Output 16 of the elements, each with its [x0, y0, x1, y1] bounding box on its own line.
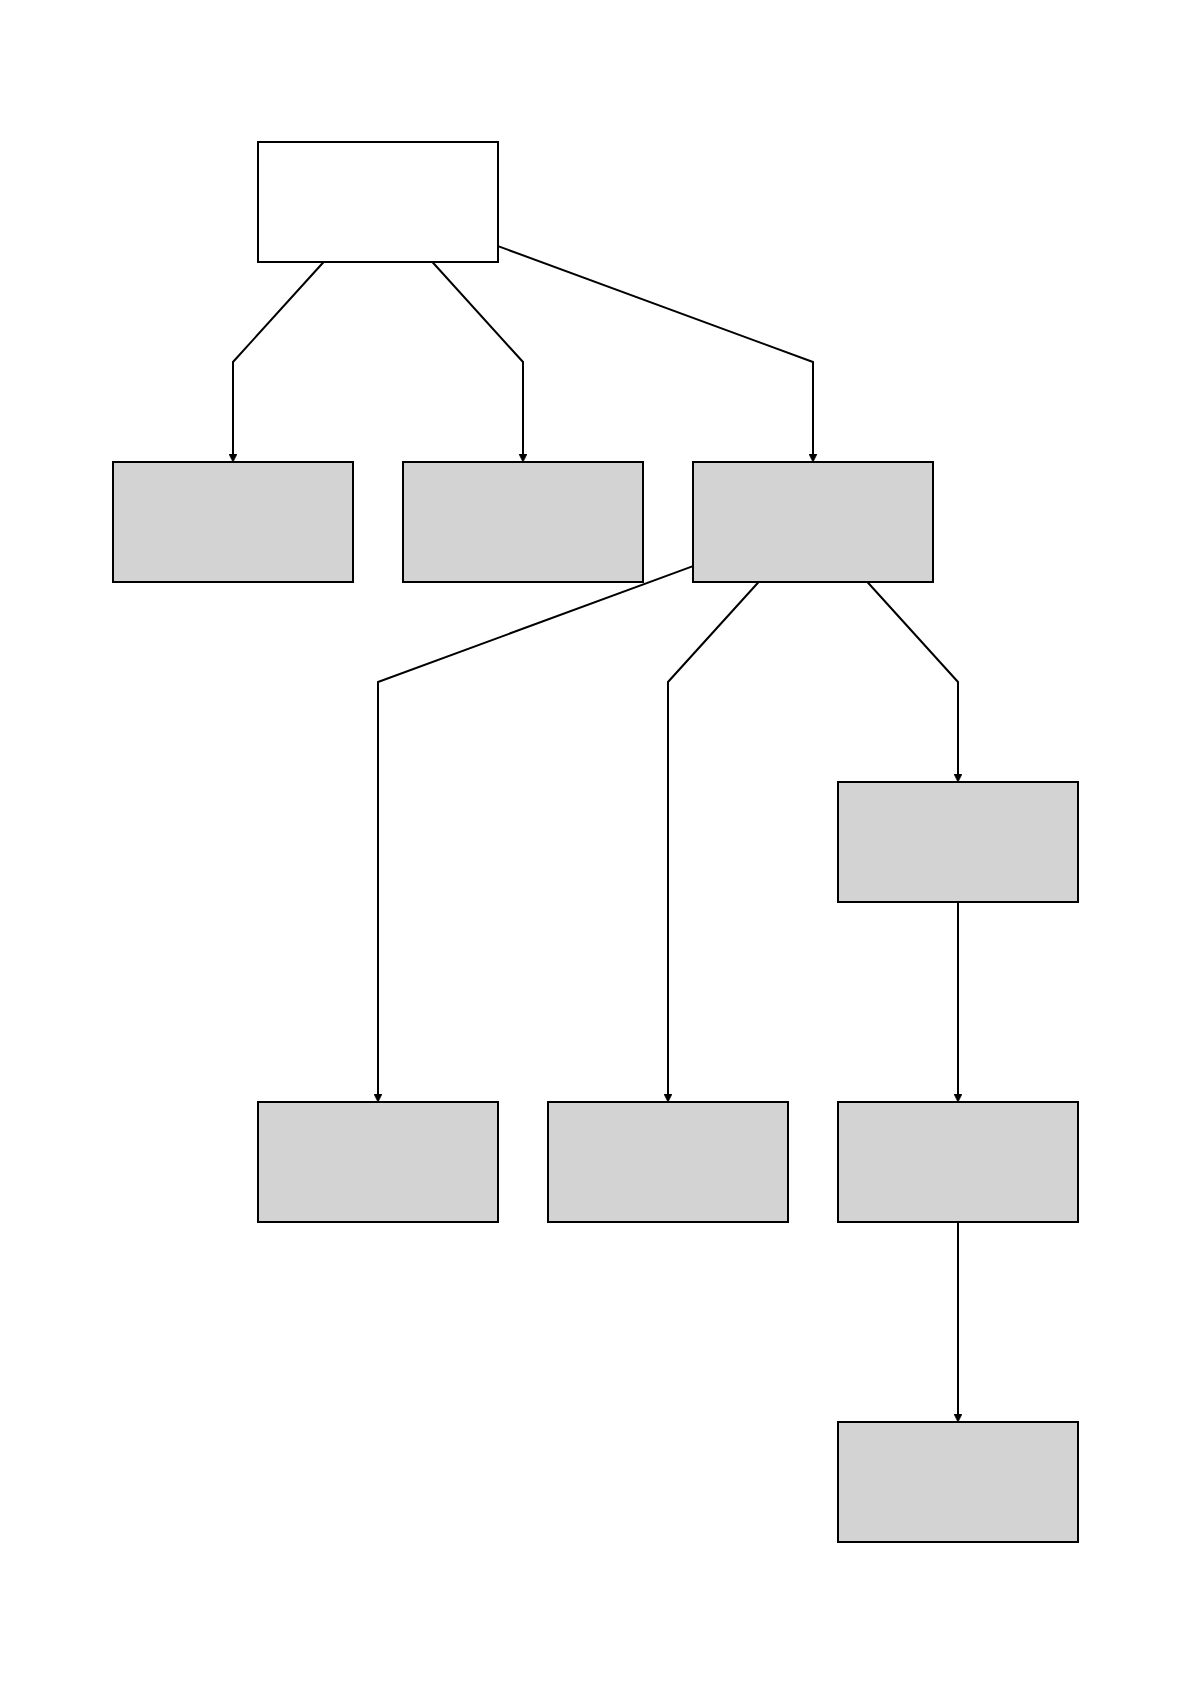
arrow — [953, 1221, 963, 1423]
node-box — [257, 141, 499, 263]
arrow — [663, 581, 760, 1103]
arrow — [228, 261, 325, 463]
node-box — [837, 781, 1079, 903]
arrow — [953, 901, 963, 1103]
arrow — [431, 261, 528, 463]
node-box — [692, 461, 934, 583]
node-box — [547, 1101, 789, 1223]
arrow — [373, 565, 694, 1103]
arrow — [866, 581, 963, 783]
node-box — [837, 1421, 1079, 1543]
node-box — [112, 461, 354, 583]
node-box — [402, 461, 644, 583]
node-box — [257, 1101, 499, 1223]
node-box — [837, 1101, 1079, 1223]
